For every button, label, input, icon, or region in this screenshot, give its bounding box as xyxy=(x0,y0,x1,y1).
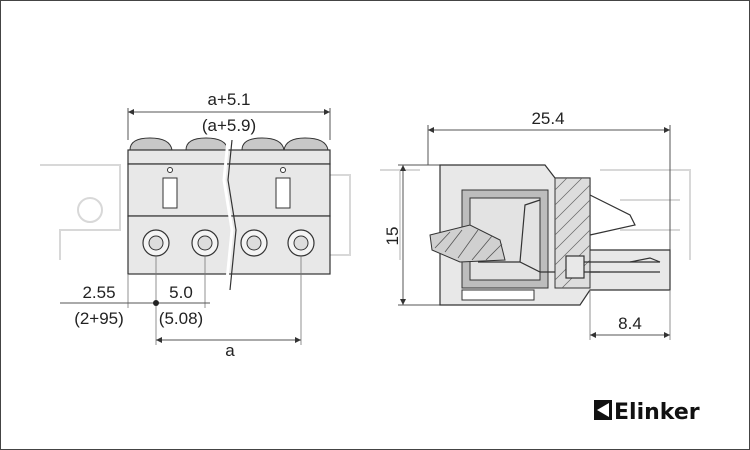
dim-edge-alt: (2+95) xyxy=(74,309,124,328)
dim-depth: 25.4 xyxy=(531,109,564,128)
dim-plug: 8.4 xyxy=(618,314,642,333)
dim-span: a xyxy=(225,341,235,360)
dim-pitch: 5.0 xyxy=(169,283,193,302)
dim-edge: 2.55 xyxy=(82,283,115,302)
screw-caps xyxy=(129,137,329,151)
front-view: a+5.1 (a+5.9) xyxy=(60,90,331,360)
screw-holes xyxy=(142,229,315,257)
dim-total-width: a+5.1 xyxy=(207,90,250,109)
brand-name: Elinker xyxy=(614,400,700,425)
brand-logo: Elinker xyxy=(594,400,700,425)
elinker-logo-icon xyxy=(594,400,612,420)
dim-total-width-alt: (a+5.9) xyxy=(202,116,256,135)
side-view: 25.4 15 xyxy=(383,109,671,340)
dim-pitch-alt: (5.08) xyxy=(159,309,203,328)
dim-height: 15 xyxy=(383,227,402,246)
